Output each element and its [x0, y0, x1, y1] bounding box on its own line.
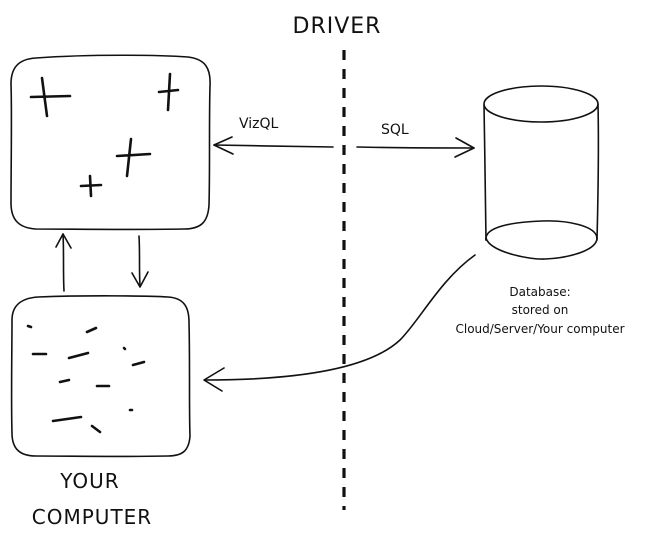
- plus-mark-2: [157, 72, 180, 112]
- data-dash-6: [131, 360, 146, 367]
- database-bottom: [485, 220, 598, 260]
- database-body-left: [483, 104, 487, 241]
- database-top: [483, 85, 599, 123]
- vizql-label: VizQL: [239, 116, 279, 132]
- database-to-computer-arrow: [203, 254, 476, 392]
- visualization-box-outline: [10, 54, 211, 231]
- database-caption-line3: Cloud/Server/Your computer: [455, 322, 624, 336]
- plus-mark-4: [79, 174, 103, 198]
- sql-arrow: [356, 137, 475, 158]
- local-data-box-outline: [10, 295, 191, 458]
- your-computer-caption-line1: YOUR: [59, 469, 119, 493]
- data-dash-11: [90, 424, 102, 434]
- data-dash-7: [58, 378, 71, 384]
- data-dash-4: [67, 351, 90, 360]
- database-caption-line2: stored on: [512, 303, 569, 317]
- visualization-box: [10, 54, 211, 231]
- database-cylinder: [483, 85, 600, 260]
- local-data-box: [10, 295, 191, 458]
- vizql-arrow: [213, 136, 334, 155]
- database-body-right: [596, 103, 600, 241]
- your-computer-caption-line2: COMPUTER: [32, 505, 152, 529]
- driver-title: DRIVER: [293, 14, 382, 39]
- database-caption-line1: Database:: [509, 285, 570, 299]
- sql-label: SQL: [381, 122, 409, 138]
- plus-mark-3: [115, 137, 152, 178]
- plus-mark-1: [29, 76, 72, 118]
- data-dash-2: [85, 326, 98, 334]
- data-dash-5: [122, 346, 127, 351]
- data-dash-1: [26, 324, 33, 329]
- arrow-up: [55, 233, 72, 292]
- data-dash-10: [51, 415, 83, 423]
- arrow-down: [131, 235, 149, 288]
